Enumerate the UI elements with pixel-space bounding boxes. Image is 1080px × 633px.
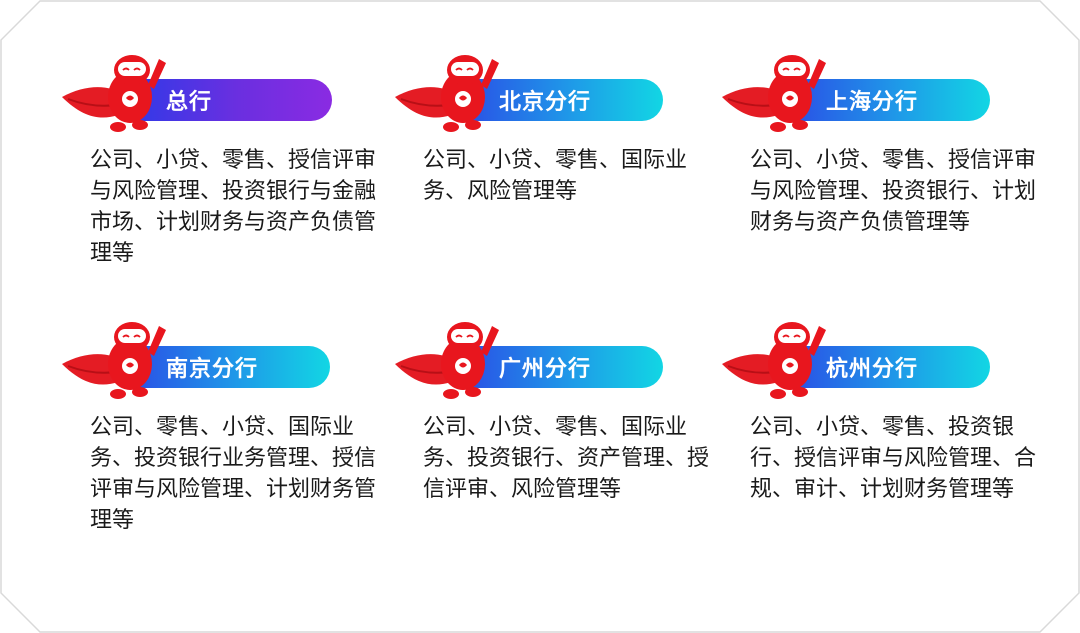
branch-name-pill: 上海分行: [780, 79, 990, 121]
branch-description: 公司、零售、小贷、国际业务、投资银行业务管理、授信评审与风险管理、计划财务管理等: [90, 415, 377, 533]
branch-card-nanjing: 南京分行 公司、零售、小贷、国际业务、投资银行业务管理、授信评: [60, 312, 376, 552]
branch-card-hangzhou: 杭州分行 公司、小贷、零售、投资银行、授信评审与风险管理、合规: [720, 312, 1036, 552]
branch-card-guangzhou: 广州分行 公司、小贷、零售、国际业务、投资银行、资产管理、授信: [393, 312, 709, 552]
branch-header: 杭州分行: [720, 312, 1020, 402]
branch-name: 杭州分行: [826, 357, 919, 382]
branch-description: 公司、小贷、零售、国际业务、风险管理等: [423, 148, 688, 204]
branch-description: 公司、小贷、零售、投资银行、授信评审与风险管理、合规、审计、计划财务管理等: [750, 415, 1037, 502]
branch-header: 广州分行: [393, 312, 693, 402]
branch-name: 上海分行: [826, 90, 919, 115]
branch-name: 广州分行: [499, 357, 592, 382]
branch-name-pill: 北京分行: [453, 79, 663, 121]
branch-header: 总行: [60, 45, 360, 135]
branch-name: 北京分行: [499, 90, 592, 115]
branch-description: 公司、小贷、零售、授信评审与风险管理、投资银行、计划财务与资产负债管理等: [750, 148, 1037, 235]
branch-name: 总行: [166, 90, 213, 115]
branch-name-pill: 总行: [120, 79, 332, 121]
branch-header: 上海分行: [720, 45, 1020, 135]
branch-header: 南京分行: [60, 312, 360, 402]
branch-name: 南京分行: [166, 357, 259, 382]
branch-card-beijing: 北京分行 公司、小贷、零售、国际业务、风险管理等: [393, 45, 693, 285]
branch-card-headquarters: 总行 公司、小贷、零售、授信评审与风险管理、投资银行与金融市场: [60, 45, 376, 285]
branch-description: 公司、小贷、零售、授信评审与风险管理、投资银行与金融市场、计划财务与资产负债管理…: [90, 148, 377, 266]
branch-description: 公司、小贷、零售、国际业务、投资银行、资产管理、授信评审、风险管理等: [423, 415, 710, 502]
branch-name-pill: 杭州分行: [780, 346, 990, 388]
branch-card-shanghai: 上海分行 公司、小贷、零售、授信评审与风险管理、投资银行、计划: [720, 45, 1036, 285]
branch-header: 北京分行: [393, 45, 693, 135]
